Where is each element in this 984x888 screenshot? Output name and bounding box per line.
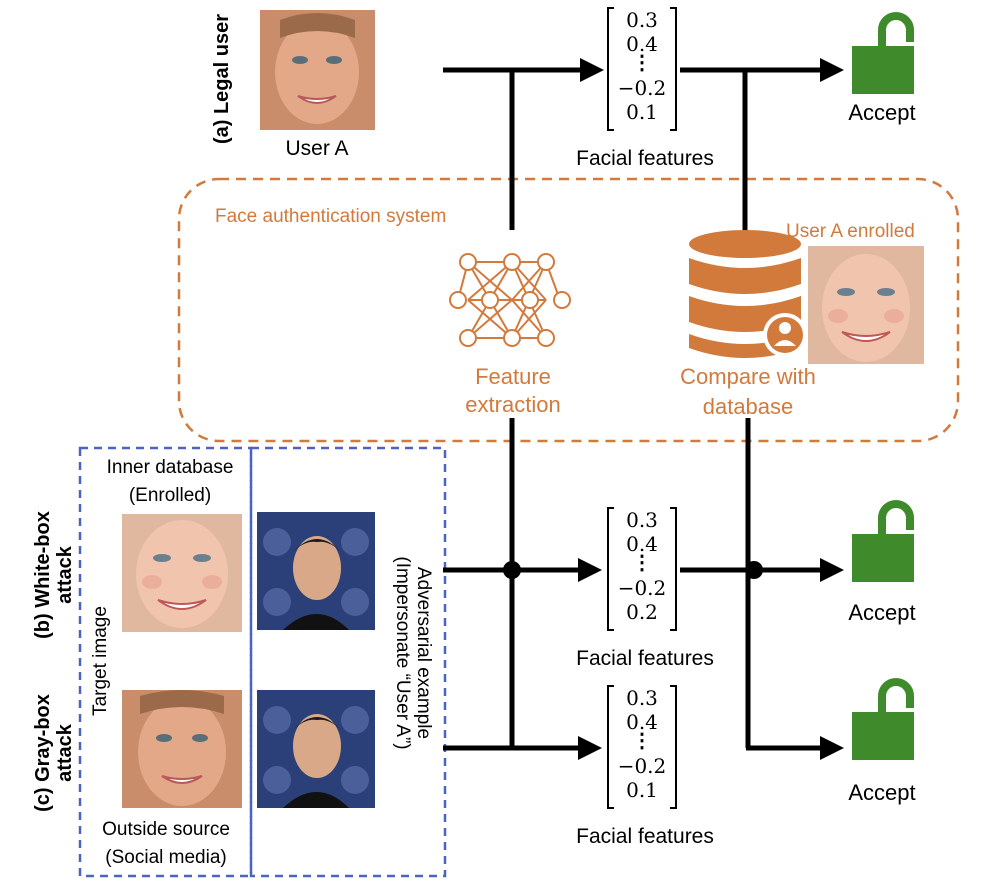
vector-value: 0.4 — [626, 32, 658, 56]
target-image-label: Target image — [90, 606, 111, 716]
row-c-lines — [443, 736, 844, 760]
row-label-gray-box: (c) Gray-box attack — [32, 678, 78, 828]
face-photo-user-a — [260, 10, 375, 130]
accept-label: Accept — [848, 780, 916, 805]
face-photo-inner-database — [122, 514, 242, 632]
junction-b-left — [503, 561, 521, 579]
vector-value: 0.3 — [626, 686, 658, 710]
face-photo-outside-source — [122, 690, 242, 808]
database-icon — [689, 230, 807, 358]
facial-features-caption: Facial features — [576, 147, 714, 170]
accept-label: Accept — [848, 100, 916, 125]
face-photo-adversarial-b — [257, 512, 375, 630]
vector-value: ⋮ — [632, 550, 652, 574]
arrow-a-to-vector — [580, 58, 604, 82]
feature-vector-c: 0.3 0.4 ⋮ −0.2 0.1 — [612, 686, 672, 802]
row-a-lines — [443, 58, 844, 232]
vector-value: 0.1 — [626, 778, 658, 802]
vector-value: −0.2 — [617, 576, 667, 600]
arrow-c-to-accept — [820, 736, 844, 760]
row-label-white-box: (b) White-box attack — [32, 500, 78, 650]
row-label-gray-box-line1: (c) Gray-box — [32, 694, 54, 812]
row-label-legal-user: (a) Legal user — [211, 13, 233, 145]
user-a-caption: User A — [285, 137, 349, 160]
adversarial-example-line1: Adversarial example — [413, 566, 434, 740]
row-label-white-box-line2: attack — [54, 546, 76, 604]
unlock-icon — [852, 500, 914, 582]
row-b-lines — [443, 558, 844, 582]
outside-source-label-1: Outside source — [102, 819, 230, 840]
system-title: Face authentication system — [215, 206, 447, 227]
accept-label: Accept — [848, 600, 916, 625]
vector-value: −0.2 — [617, 754, 667, 778]
feature-vector-b: 0.3 0.4 ⋮ −0.2 0.2 — [612, 508, 672, 624]
vector-value: 0.4 — [626, 532, 658, 556]
unlock-icon — [852, 12, 914, 94]
vector-brackets-b — [607, 507, 677, 631]
facial-features-caption: Facial features — [576, 825, 714, 848]
feature-extraction-label-1: Feature — [475, 364, 551, 389]
arrow-c-to-vector — [578, 736, 602, 760]
neural-network-icon — [449, 253, 571, 347]
arrow-b-to-accept — [820, 558, 844, 582]
inner-database-label-2: (Enrolled) — [128, 485, 212, 506]
row-label-white-box-line1: (b) White-box — [32, 511, 54, 639]
vector-brackets-c — [607, 685, 677, 809]
feature-extraction-label-2: extraction — [465, 392, 561, 417]
vector-value: ⋮ — [632, 728, 652, 752]
vector-value: −0.2 — [617, 76, 667, 100]
outside-source-label-2: (Social media) — [105, 847, 227, 868]
arrow-b-to-vector — [578, 558, 602, 582]
row-label-gray-box-line2: attack — [54, 724, 76, 782]
system-box — [177, 177, 960, 443]
inner-database-label-1: Inner database — [106, 457, 234, 478]
vector-value: 0.2 — [626, 600, 658, 624]
user-a-enrolled-label: User A enrolled — [786, 221, 915, 242]
adversarial-example-line2: (Impersonate “User A”) — [392, 556, 414, 750]
vector-value: ⋮ — [632, 50, 652, 74]
unlock-icon — [852, 678, 914, 760]
face-photo-user-a-enrolled — [808, 246, 924, 364]
compare-database-label-2: database — [702, 394, 794, 419]
vector-value: 0.4 — [626, 710, 658, 734]
vector-value: 0.1 — [626, 100, 658, 124]
facial-features-caption: Facial features — [576, 647, 714, 670]
compare-database-label-1: Compare with — [680, 364, 816, 389]
adversarial-example-label: Adversarial example (Impersonate “User A… — [387, 513, 434, 793]
feature-vector-a: 0.3 0.4 ⋮ −0.2 0.1 — [612, 8, 672, 124]
junction-b-right — [745, 561, 763, 579]
vector-value: 0.3 — [626, 8, 658, 32]
arrow-a-to-accept — [820, 58, 844, 82]
adversarial-box — [249, 446, 447, 878]
vector-brackets-a — [607, 7, 677, 131]
face-photo-adversarial-c — [257, 690, 375, 808]
vector-value: 0.3 — [626, 508, 658, 532]
